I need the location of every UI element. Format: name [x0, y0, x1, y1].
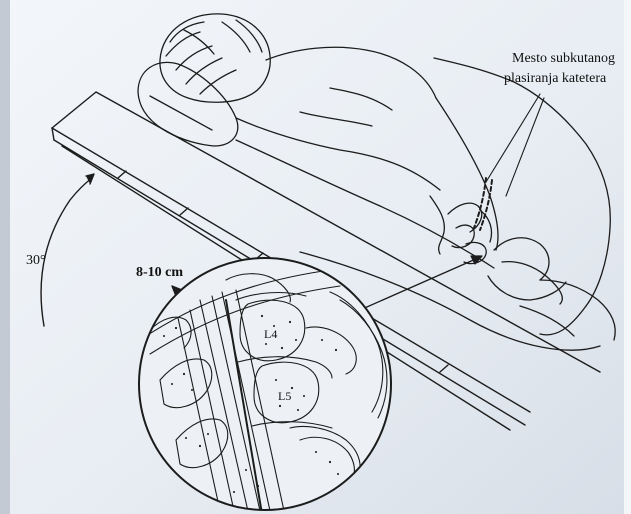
catheter-site-label-line2: plasiranja katetera	[504, 71, 607, 86]
tilt-angle-label: 30°	[26, 253, 46, 268]
paper-right-edge	[624, 0, 631, 514]
vertebra-l5-label: L5	[278, 389, 291, 403]
catheter-site-label-line1: Mesto subkutanog	[512, 51, 615, 66]
vertebra-l4-label: L4	[264, 327, 277, 341]
paper-edge-shadow	[0, 0, 10, 514]
distance-label: 8-10 cm	[136, 265, 183, 280]
